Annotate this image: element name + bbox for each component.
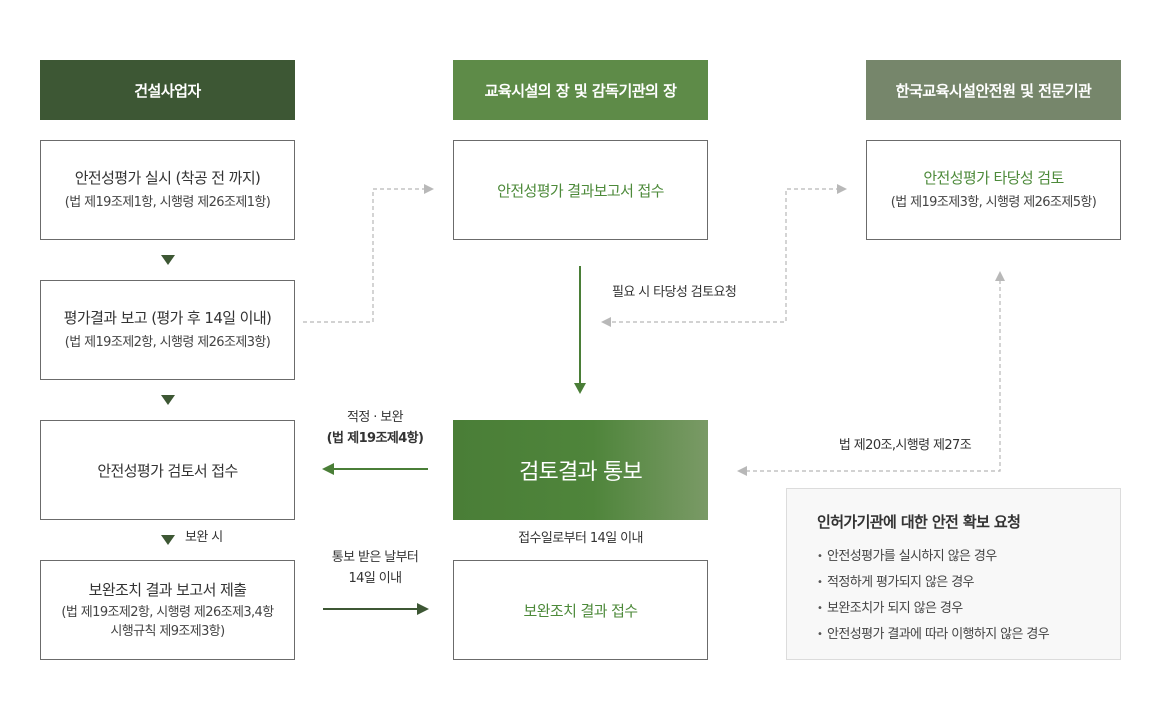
down-arrow-3-icon: [161, 535, 175, 545]
receive-report-title: 안전성평가 결과보고서 접수: [497, 181, 664, 200]
receive-supplement-box: 보완조치 결과 접수: [453, 560, 708, 660]
adequacy-label-line2: (법 제19조제4항): [326, 431, 424, 447]
review-request-right-arrowhead-icon: [837, 184, 847, 194]
review-request-label: 필요 시 타당성 검토요청: [612, 285, 737, 300]
report-to-institution-arrowhead-icon: [424, 184, 434, 194]
down-arrow-2-icon: [161, 395, 175, 405]
notice-item: 적정하게 평가되지 않은 경우: [817, 570, 1090, 596]
notice-item: 안전성평가를 실시하지 않은 경우: [817, 544, 1090, 570]
institution-column-header: 교육시설의 장 및 감독기관의 장: [453, 60, 708, 120]
step-report-result-law: (법 제19조제2항, 시행령 제26조제3항): [64, 335, 271, 351]
review-request-connector: [612, 188, 838, 323]
safety-request-notice-box: 인허가기관에 대한 안전 확보 요청 안전성평가를 실시하지 않은 경우 적정하…: [786, 488, 1121, 660]
step-report-result-box: 평가결과 보고 (평가 후 14일 이내) (법 제19조제2항, 시행령 제2…: [40, 280, 295, 380]
adequacy-label-line1: 적정 · 보완: [346, 410, 404, 425]
law-reference-label: 법 제20조,시행령 제27조: [838, 438, 972, 453]
step-submit-supplement-box: 보완조치 결과 보고서 제출 (법 제19조제2항, 시행령 제26조제3,4항…: [40, 560, 295, 660]
supplement-to-institution-arrowhead-icon: [417, 603, 429, 615]
notice-item: 안전성평가 결과에 따라 이행하지 않은 경우: [817, 622, 1090, 648]
notice-deadline-label: 통보 받은 날부터 14일 이내: [305, 547, 445, 590]
step-receive-review-title: 안전성평가 검토서 접수: [97, 461, 238, 480]
step-report-result-title: 평가결과 보고 (평가 후 14일 이내): [63, 309, 272, 328]
step-safety-evaluation-box: 안전성평가 실시 (착공 전 까지) (법 제19조제1항, 시행령 제26조제…: [40, 140, 295, 240]
validity-review-title: 안전성평가 타당성 검토: [923, 169, 1064, 188]
notice-deadline-label-line1: 통보 받은 날부터: [331, 550, 419, 565]
receive-report-box: 안전성평가 결과보고서 접수: [453, 140, 708, 240]
step-submit-supplement-title: 보완조치 결과 보고서 제출: [88, 580, 247, 599]
agency-to-notice-arrowhead-icon: [737, 466, 747, 476]
step-submit-supplement-law-line2: 시행규칙 제9조제3항): [110, 623, 225, 639]
agency-to-notice-connector: [746, 280, 1001, 472]
notice-list: 안전성평가를 실시하지 않은 경우 적정하게 평가되지 않은 경우 보완조치가 …: [817, 544, 1090, 648]
step-submit-supplement-law-line1: (법 제19조제2항, 시행령 제26조제3,4항: [61, 604, 274, 620]
notice-item: 보완조치가 되지 않은 경우: [817, 596, 1090, 622]
notice-deadline-label-line2: 14일 이내: [348, 571, 403, 587]
within-14-days-label: 접수일로부터 14일 이내: [518, 531, 643, 546]
adequacy-label: 적정 · 보완 (법 제19조제4항): [305, 407, 445, 450]
step-submit-supplement-law: (법 제19조제2항, 시행령 제26조제3,4항 시행규칙 제9조제3항): [61, 604, 274, 642]
notice-to-builder-arrowhead-icon: [322, 463, 334, 475]
receive-to-notice-arrowhead-icon: [574, 383, 586, 394]
notice-title: 인허가기관에 대한 안전 확보 요청: [817, 513, 1021, 531]
result-notice-box: 검토결과 통보: [453, 420, 708, 520]
agency-up-arrowhead-icon: [995, 271, 1005, 281]
builder-column-header: 건설사업자: [40, 60, 295, 120]
validity-review-law: (법 제19조제3항, 시행령 제26조제5항): [890, 195, 1097, 211]
review-request-left-arrowhead-icon: [601, 317, 611, 327]
report-to-institution-connector: [303, 188, 425, 323]
step-safety-evaluation-law: (법 제19조제1항, 시행령 제26조제1항): [64, 195, 271, 211]
result-notice-title: 검토결과 통보: [519, 460, 643, 485]
safety-agency-column-header: 한국교육시설안전원 및 전문기관: [866, 60, 1121, 120]
down-arrow-1-icon: [161, 255, 175, 265]
step-receive-review-box: 안전성평가 검토서 접수: [40, 420, 295, 520]
validity-review-box: 안전성평가 타당성 검토 (법 제19조제3항, 시행령 제26조제5항): [866, 140, 1121, 240]
if-supplement-label: 보완 시: [185, 530, 223, 545]
receive-supplement-title: 보완조치 결과 접수: [523, 601, 639, 620]
step-safety-evaluation-title: 안전성평가 실시 (착공 전 까지): [74, 169, 261, 188]
